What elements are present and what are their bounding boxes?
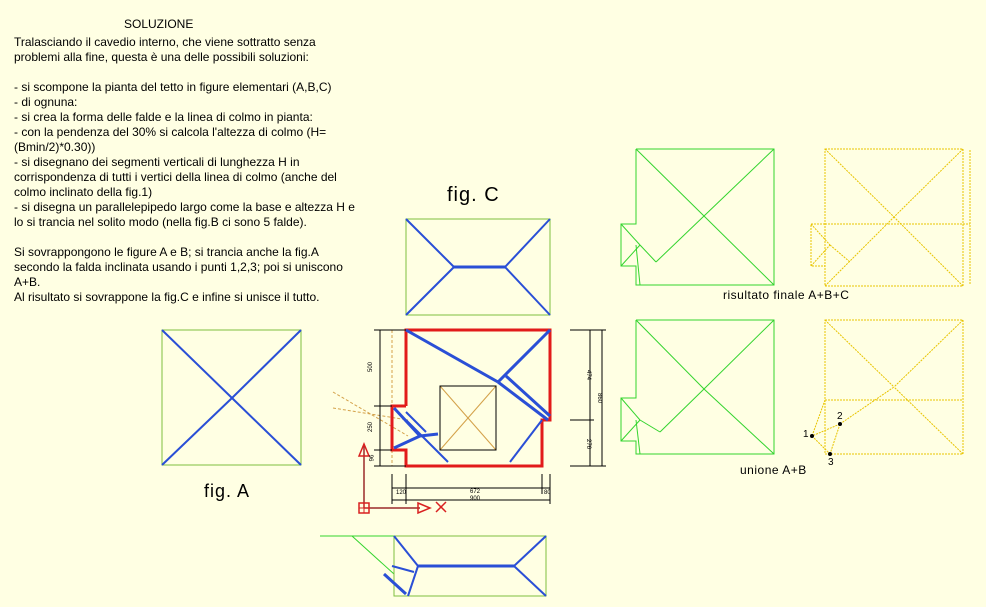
solution-line: (Bmin/2)*0.30)) [14, 140, 96, 154]
dim-bottom-mid: 672 [470, 489, 481, 495]
fig-a-roof-plan [161, 329, 302, 466]
solution-line: corrispondenza di tutti i vertici della … [14, 170, 337, 184]
solution-line: - si scompone la pianta del tetto in fig… [14, 80, 332, 94]
dim-bottom-right: 80 [544, 490, 551, 496]
result-yellow-plan [810, 148, 971, 287]
dim-left-mid: 250 [368, 421, 375, 433]
solution-line [14, 65, 355, 80]
result-green-plan [620, 148, 775, 286]
union-green-plan [620, 319, 775, 455]
result-label: risultato finale A+B+C [723, 288, 850, 302]
fig-c-roof-plan [405, 218, 551, 316]
solution-line: colmo inclinato della fig.1) [14, 185, 153, 199]
solution-line: lo si trancia nel solito modo (nella fig… [14, 215, 307, 229]
union-label: unione A+B [740, 463, 807, 477]
union-points [810, 422, 842, 456]
solution-line: - con la pendenza del 30% si calcola l'a… [14, 125, 327, 139]
solution-line: secondo la falda inclinata usando i punt… [14, 260, 343, 274]
solution-line [14, 230, 355, 245]
dim-right-all: 860 [596, 392, 603, 404]
union-yellow-plan [811, 319, 964, 455]
dim-bottom-total: 900 [470, 496, 481, 502]
solution-line: - si disegna un parallelepipedo largo co… [14, 200, 355, 214]
solution-line: - si disegnano dei segmenti verticali di… [14, 155, 300, 169]
fig-a-label: fig. A [204, 481, 251, 501]
dim-left-bot: 96 [369, 454, 376, 462]
point-3-label: 3 [828, 457, 834, 468]
central-roof-plan [332, 328, 552, 468]
dim-left-top: 500 [368, 361, 375, 373]
solution-title: SOLUZIONE [124, 17, 194, 31]
point-1-label: 1 [803, 429, 809, 440]
solution-line: problemi alla fine, questa è una delle p… [14, 50, 309, 64]
point-2-label: 2 [837, 411, 843, 422]
dim-right-top: 474 [585, 369, 592, 381]
solution-line: A+B. [14, 275, 41, 289]
ucs-icon [357, 442, 447, 515]
bottom-roof-plan [320, 535, 547, 597]
solution-text: Tralasciando il cavedio interno, che vie… [14, 35, 355, 305]
dimension-lines [374, 329, 606, 504]
solution-line: Al risultato si sovrappone la fig.C e in… [14, 290, 320, 304]
solution-line: - si crea la forma delle falde e la line… [14, 110, 313, 124]
dim-bottom-left: 120 [396, 490, 407, 496]
dim-right-bot: 276 [585, 438, 592, 450]
solution-line: Si sovrappongono le figure A e B; si tra… [14, 245, 319, 259]
solution-line: Tralasciando il cavedio interno, che vie… [14, 35, 316, 49]
solution-line: - di ognuna: [14, 95, 78, 109]
fig-c-label: fig. C [447, 184, 500, 206]
